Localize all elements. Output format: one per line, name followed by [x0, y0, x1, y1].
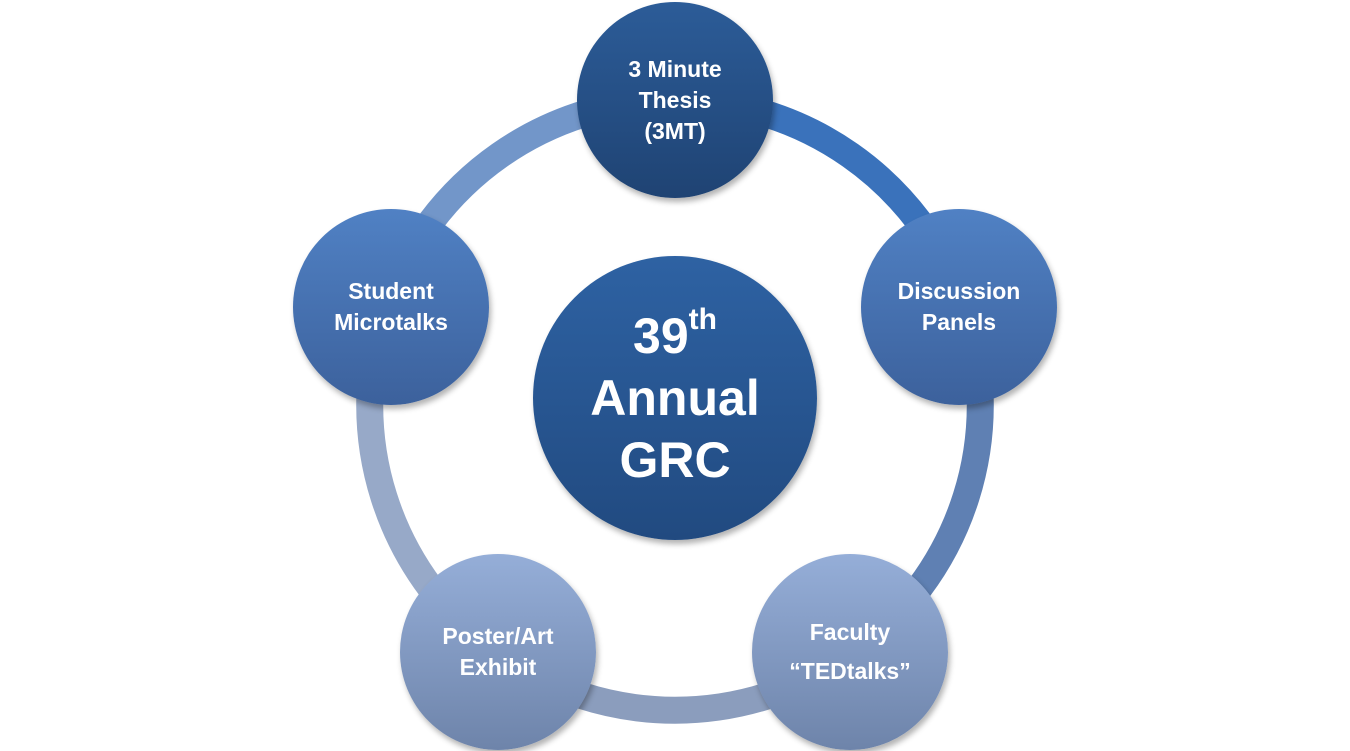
node-label: Panels: [921, 309, 997, 335]
node-label: Faculty: [809, 619, 891, 645]
node-label: Exhibit: [459, 654, 537, 680]
center-line-3: GRC: [619, 432, 731, 488]
node-poster-art-exhibit: Poster/Art Exhibit: [400, 554, 596, 750]
node-label: (3MT): [644, 117, 706, 144]
node-label: Student: [348, 278, 434, 304]
node-faculty-tedtalks: Faculty “TEDtalks”: [752, 554, 948, 750]
node-label: Discussion: [897, 278, 1021, 304]
node-label: 3 Minute: [628, 55, 722, 82]
center-node: 39th Annual GRC: [533, 256, 817, 540]
node-discussion-panels: Discussion Panels: [861, 209, 1057, 405]
node-student-microtalks: Student Microtalks: [293, 209, 489, 405]
node-label: “TEDtalks”: [789, 658, 911, 684]
node-label: Microtalks: [334, 309, 448, 335]
node-3mt: 3 Minute Thesis (3MT): [577, 2, 773, 198]
center-line-2: Annual: [590, 370, 760, 426]
center-line-1: 39th: [633, 303, 717, 365]
node-label: Thesis: [638, 86, 712, 113]
node-label: Poster/Art: [442, 623, 554, 649]
